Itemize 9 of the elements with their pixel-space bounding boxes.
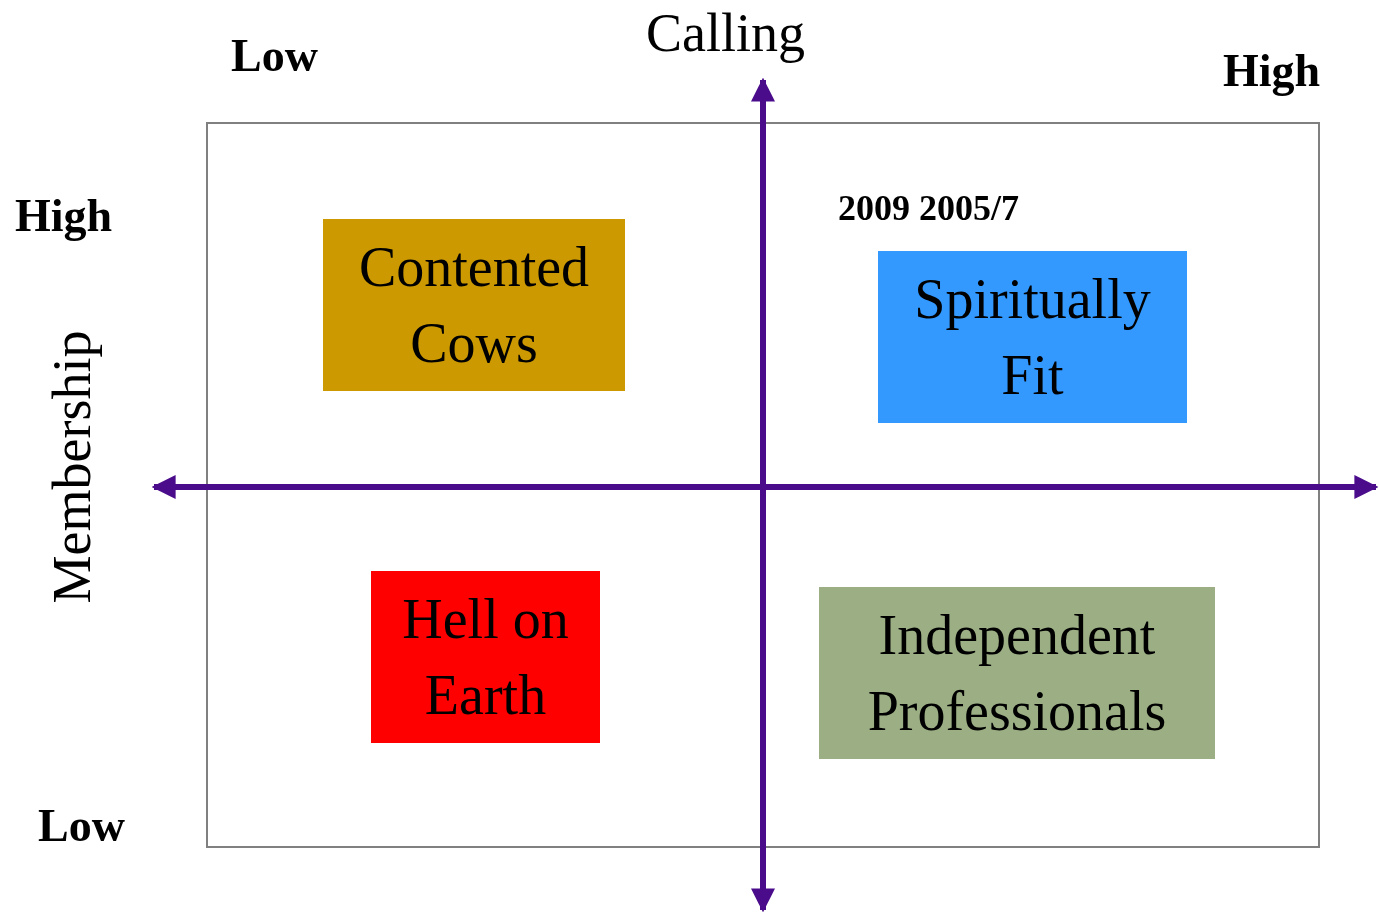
quadrant-box: Contented Cows <box>323 219 625 391</box>
axis-end-label: Low <box>231 33 318 79</box>
quadrant-box: Spiritually Fit <box>878 251 1187 423</box>
quadrant-box: Independent Professionals <box>819 587 1215 759</box>
quadrant-box: Hell on Earth <box>371 571 600 743</box>
year-label: 2009 2005/7 <box>838 190 1019 226</box>
axis-end-label: Low <box>38 803 125 849</box>
axis-end-label: High <box>15 193 113 239</box>
axis-end-label: High <box>1223 48 1321 94</box>
